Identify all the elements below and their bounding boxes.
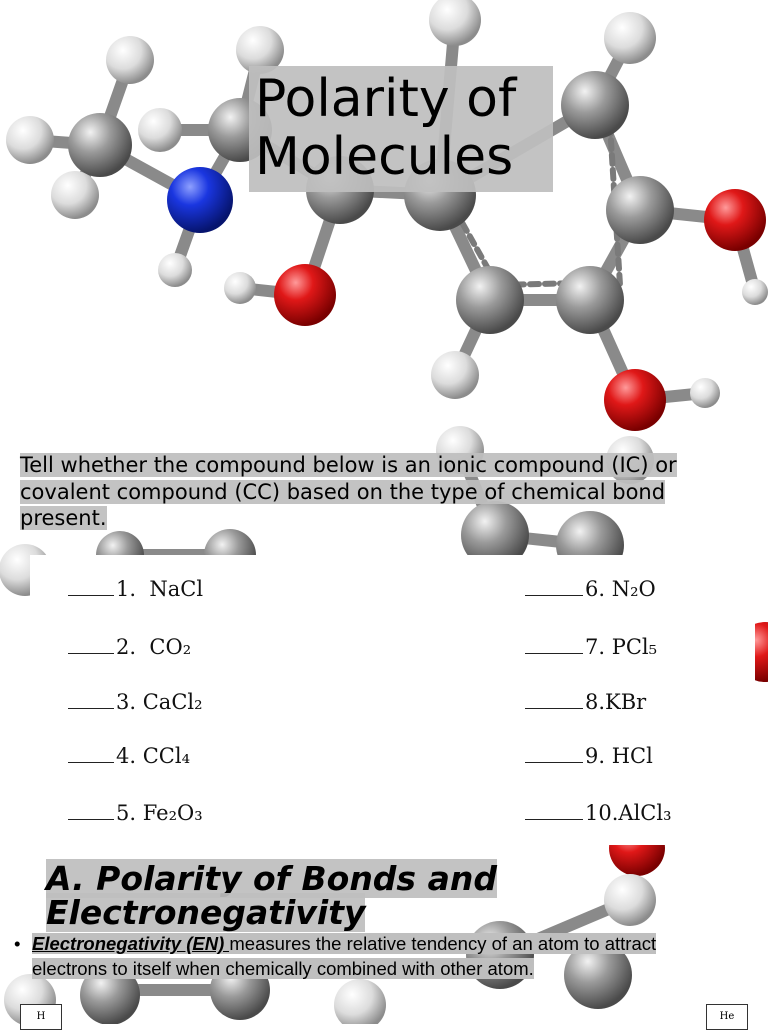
bullet-dot-icon: •: [14, 933, 21, 954]
answer-blank[interactable]: [68, 801, 114, 820]
item-formula: N₂O: [611, 577, 656, 601]
section-heading: A. Polarity of Bonds and Electronegativi…: [46, 859, 546, 932]
item-number: 2.: [116, 635, 137, 659]
worksheet-item-6: 6. N₂O: [525, 577, 656, 607]
worksheet-item-9: 9. HCl: [525, 744, 653, 774]
instructions-text: Tell whether the compound below is an io…: [20, 452, 720, 532]
answer-blank[interactable]: [68, 635, 114, 654]
item-number: 4.: [116, 744, 137, 768]
item-number: 3.: [116, 690, 137, 714]
worksheet-item-8: 8.KBr: [525, 690, 646, 720]
item-formula: Fe₂O₃: [142, 801, 203, 825]
worksheet-item-3: 3. CaCl₂: [68, 690, 203, 720]
item-number: 5.: [116, 801, 137, 825]
periodic-table-cell-h: H: [20, 1004, 62, 1030]
instructions-label: Tell whether the compound below is an io…: [20, 453, 677, 530]
item-formula: AlCl₃: [618, 801, 672, 825]
answer-blank[interactable]: [68, 690, 114, 709]
worksheet-item-5: 5. Fe₂O₃: [68, 801, 203, 831]
bullet-term: Electronegativity (EN): [32, 933, 230, 954]
item-number: 7.: [585, 635, 606, 659]
item-formula: CO₂: [149, 635, 192, 659]
answer-blank[interactable]: [525, 577, 583, 596]
slide-title: Polarity of Molecules: [255, 69, 517, 187]
item-number: 9.: [585, 744, 606, 768]
compound-worksheet: 1. NaCl 2. CO₂ 3. CaCl₂ 4. CCl₄ 5. Fe₂O₃…: [30, 555, 755, 845]
answer-blank[interactable]: [525, 635, 583, 654]
item-number: 1.: [116, 577, 137, 601]
answer-blank[interactable]: [525, 801, 583, 820]
section-heading-text: A. Polarity of Bonds and Electronegativi…: [46, 859, 497, 932]
item-formula: KBr: [605, 690, 647, 714]
worksheet-item-10: 10.AlCl₃: [525, 801, 672, 831]
answer-blank[interactable]: [525, 744, 583, 763]
worksheet-item-7: 7. PCl₅: [525, 635, 657, 665]
item-number: 10.: [585, 801, 619, 825]
item-formula: CCl₄: [142, 744, 191, 768]
worksheet-item-2: 2. CO₂: [68, 635, 191, 665]
periodic-table-cell-he: He: [706, 1004, 748, 1030]
bullet-text: Electronegativity (EN) measures the rela…: [32, 932, 732, 981]
answer-blank[interactable]: [68, 577, 114, 596]
worksheet-item-1: 1. NaCl: [68, 577, 203, 607]
item-number: 8.: [585, 690, 606, 714]
element-symbol: He: [719, 1011, 735, 1022]
element-symbol: H: [36, 1011, 46, 1022]
item-formula: PCl₅: [611, 635, 658, 659]
answer-blank[interactable]: [525, 690, 583, 709]
item-formula: HCl: [611, 744, 653, 768]
answer-blank[interactable]: [68, 744, 114, 763]
item-number: 6.: [585, 577, 606, 601]
item-formula: CaCl₂: [142, 690, 203, 714]
slide-title-box: Polarity of Molecules: [249, 66, 553, 192]
item-formula: NaCl: [149, 577, 204, 601]
worksheet-item-4: 4. CCl₄: [68, 744, 190, 774]
